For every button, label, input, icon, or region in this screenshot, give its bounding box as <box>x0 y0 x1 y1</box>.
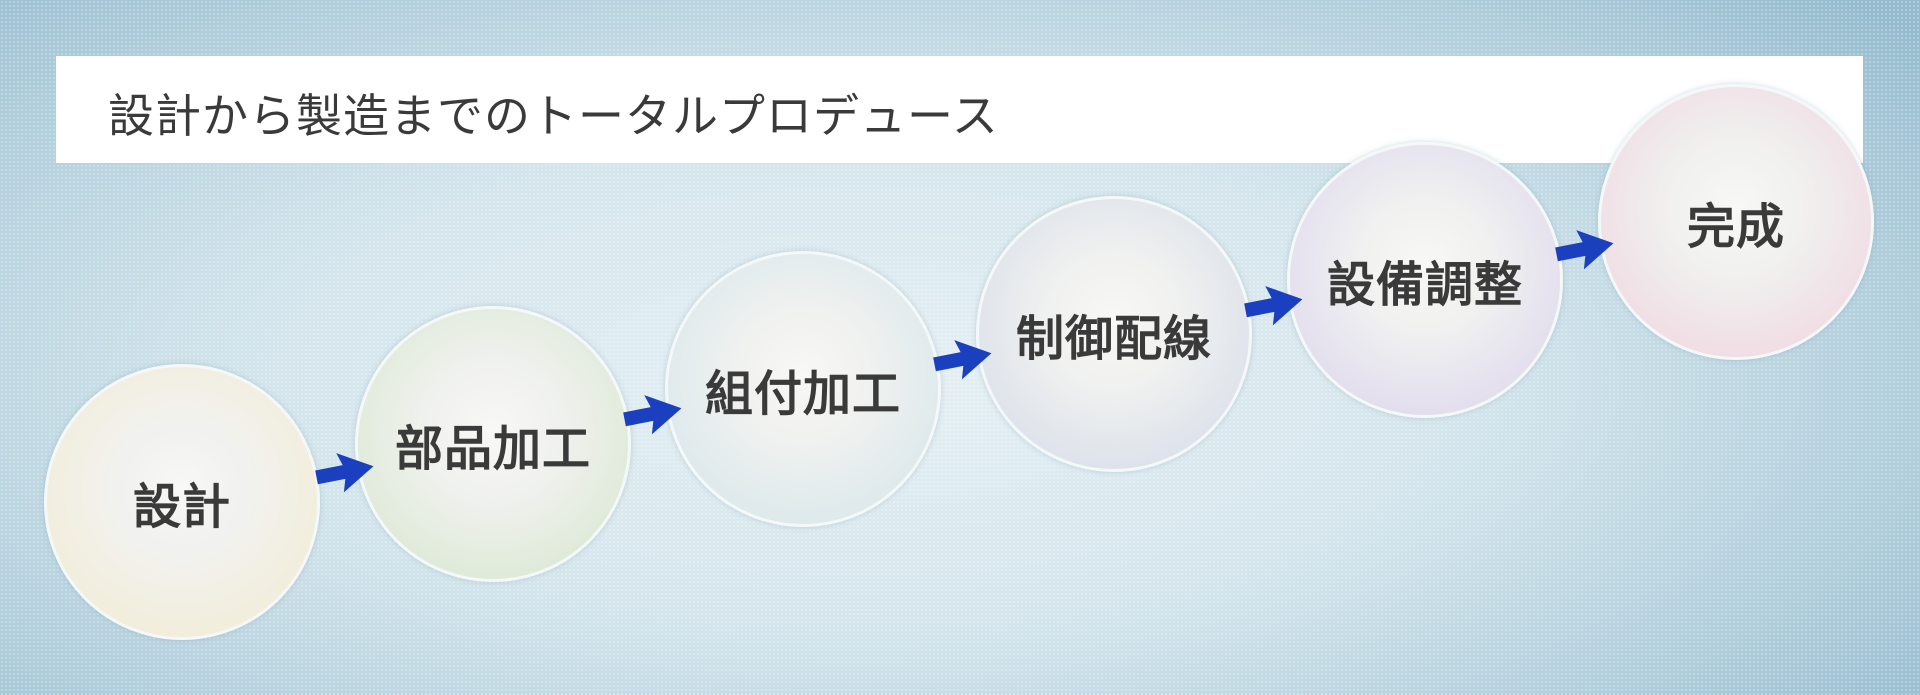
arrow-icon <box>1555 230 1614 270</box>
arrow-icon <box>623 395 682 435</box>
step-assembly: 組付加工 <box>665 251 941 527</box>
arrow-icon <box>1244 286 1303 326</box>
step-label: 完成 <box>1686 199 1785 255</box>
step-label: 制御配線 <box>1015 311 1212 367</box>
step-control-wiring: 制御配線 <box>976 196 1252 472</box>
step-label: 設備調整 <box>1326 257 1523 313</box>
page-title: 設計から製造までのトータルプロデュース <box>108 89 999 143</box>
step-equipment-adjustment: 設備調整 <box>1287 142 1563 418</box>
step-parts-machining: 部品加工 <box>355 306 631 582</box>
step-label: 部品加工 <box>394 421 591 477</box>
arrow-icon <box>933 340 992 380</box>
title-banner <box>56 56 1863 163</box>
step-design: 設計 <box>44 364 320 640</box>
step-label: 設計 <box>132 479 231 535</box>
arrow-icon <box>315 453 374 493</box>
step-completion: 完成 <box>1598 84 1874 360</box>
step-label: 組付加工 <box>704 366 901 422</box>
